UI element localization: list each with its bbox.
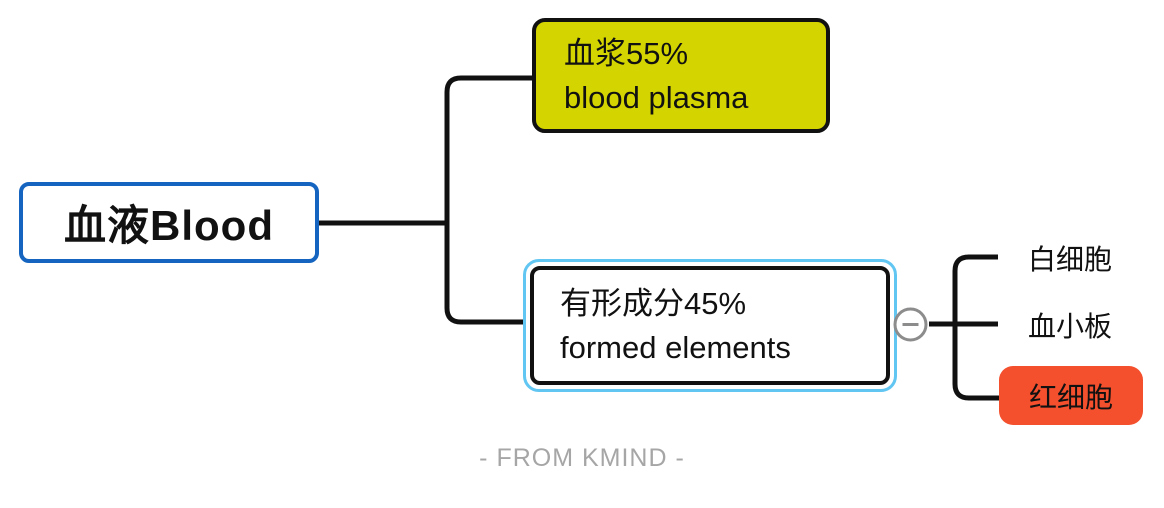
node-blood-plasma[interactable]: 血浆55% blood plasma — [532, 18, 830, 133]
node-formed-elements-label-en: formed elements — [560, 329, 791, 365]
node-formed-elements-selection-outline[interactable]: 有形成分45% formed elements — [523, 259, 897, 392]
node-formed-elements-label-zh: 有形成分45% — [560, 285, 747, 321]
leaf-node-platelet[interactable]: 血小板 — [1028, 311, 1113, 342]
node-blood-plasma-label-en: blood plasma — [564, 79, 749, 115]
root-node-blood[interactable]: 血液Blood — [19, 182, 319, 263]
node-blood-plasma-label-zh: 血浆55% — [564, 35, 689, 71]
kmind-watermark: - FROM KMIND - — [479, 444, 685, 472]
collapse-toggle-button[interactable] — [893, 307, 928, 342]
leaf-node-white-blood-cell[interactable]: 白细胞 — [1028, 244, 1113, 275]
leaf-node-red-blood-cell[interactable]: 红细胞 — [999, 366, 1143, 425]
minus-circle-icon — [893, 307, 928, 342]
node-formed-elements[interactable]: 有形成分45% formed elements — [530, 266, 890, 385]
